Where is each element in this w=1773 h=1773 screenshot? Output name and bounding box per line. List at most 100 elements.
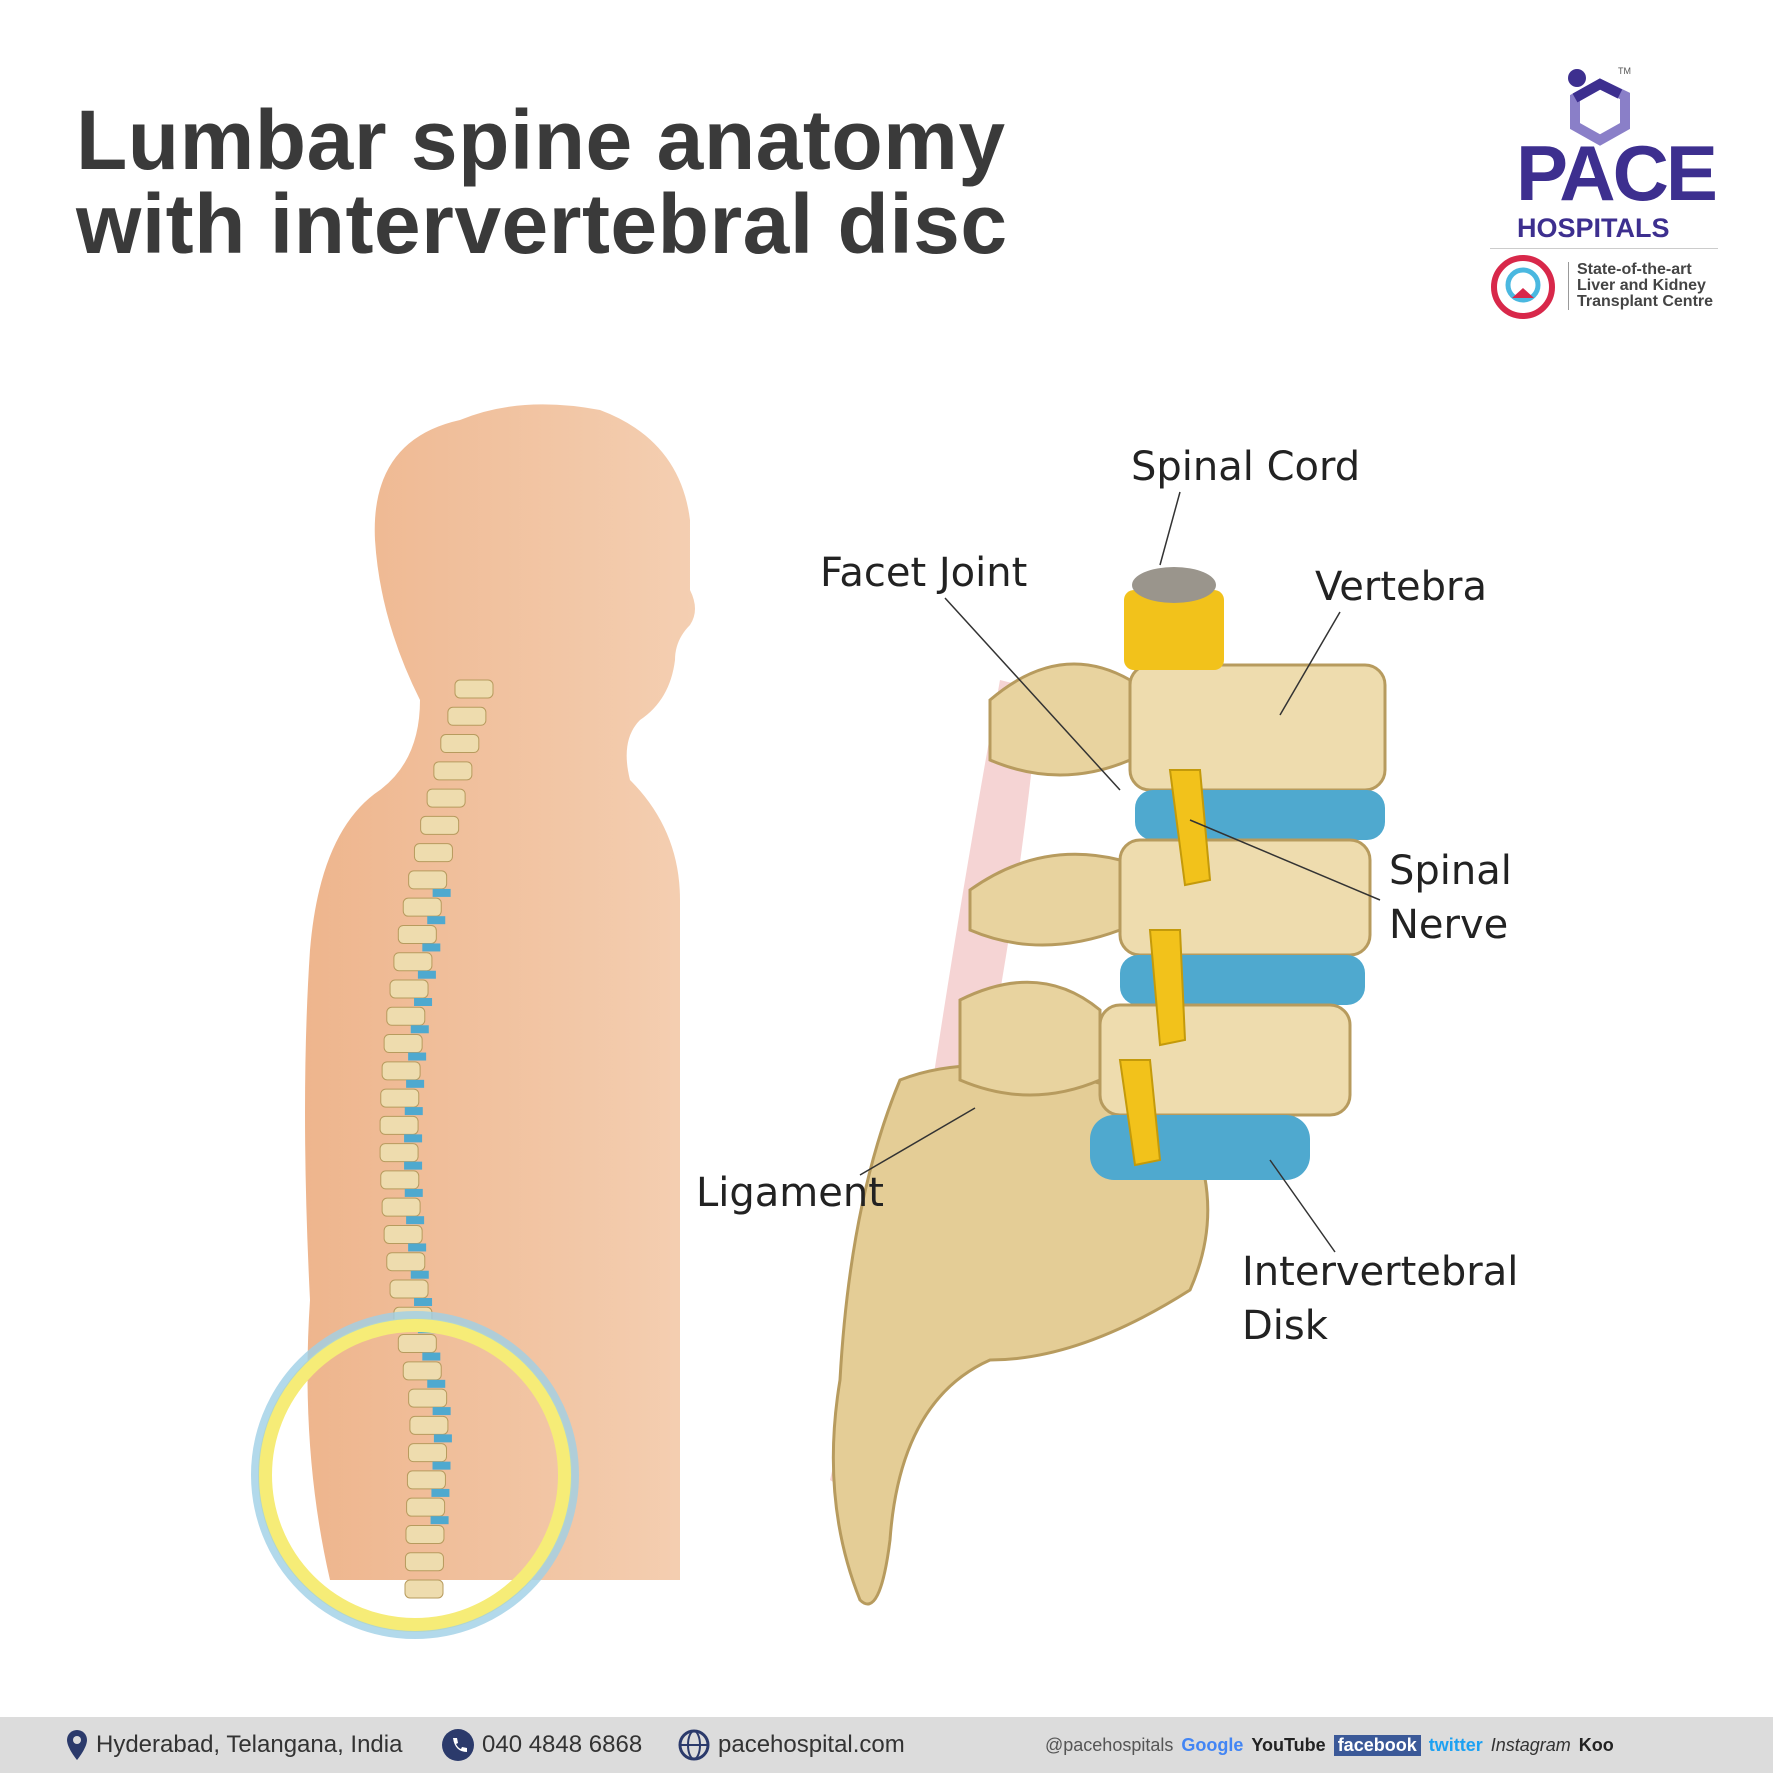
social-links: @pacehospitals Google YouTube facebook t… xyxy=(1045,1734,1614,1756)
logo-mark-icon xyxy=(1568,69,1630,146)
small-vertebra xyxy=(420,815,460,835)
small-vertebra xyxy=(426,788,466,808)
small-disc xyxy=(410,1270,429,1279)
small-disc xyxy=(417,970,436,979)
label-intervertebral-disk: Intervertebral Disk xyxy=(1242,1245,1518,1353)
logo-divider xyxy=(1490,248,1718,249)
small-vertebra xyxy=(389,1279,429,1299)
small-disc xyxy=(430,1516,449,1525)
small-disc xyxy=(432,1407,451,1416)
location-text: Hyderabad, Telangana, India xyxy=(96,1731,403,1758)
label-vertebra: Vertebra xyxy=(1315,564,1487,610)
footer-location: Hyderabad, Telangana, India xyxy=(66,1729,402,1761)
small-vertebra xyxy=(406,1470,446,1490)
phone-text: 040 4848 6868 xyxy=(482,1731,643,1758)
label-disk-2: Disk xyxy=(1242,1303,1328,1349)
small-vertebra xyxy=(389,979,429,999)
label-disk-1: Intervertebral xyxy=(1242,1249,1519,1295)
small-disc xyxy=(432,888,451,897)
body-silhouette xyxy=(305,404,695,1580)
small-disc xyxy=(410,1025,429,1034)
facebook-link[interactable]: facebook xyxy=(1333,1734,1421,1756)
youtube-link[interactable]: YouTube xyxy=(1251,1734,1326,1755)
small-vertebra xyxy=(409,1415,449,1435)
small-vertebra xyxy=(383,1034,423,1054)
small-vertebra xyxy=(380,1170,420,1190)
logo-tagline: State-of-the-art Liver and Kidney Transp… xyxy=(1568,262,1713,310)
disc-1 xyxy=(1135,790,1385,840)
location-pin-icon xyxy=(67,1730,87,1760)
small-vertebra xyxy=(433,761,473,781)
tagline-2: Liver and Kidney xyxy=(1577,277,1706,294)
spinal-nerves xyxy=(1118,769,1212,1167)
small-vertebra xyxy=(380,1088,420,1108)
small-vertebra xyxy=(379,1115,419,1135)
globe-icon xyxy=(678,1729,710,1761)
small-vertebra xyxy=(397,924,437,944)
website-text: pacehospital.com xyxy=(718,1731,905,1758)
footer-bar: Hyderabad, Telangana, India 040 4848 686… xyxy=(0,1717,1773,1773)
logo-brand: PACE xyxy=(1516,129,1718,217)
twitter-link[interactable]: twitter xyxy=(1428,1734,1483,1755)
small-vertebra xyxy=(386,1252,426,1272)
anatomy-illustration xyxy=(251,404,1387,1639)
small-vertebra xyxy=(393,952,433,972)
small-disc xyxy=(406,1216,425,1225)
small-vertebra xyxy=(404,1579,444,1599)
small-disc xyxy=(433,1434,452,1443)
small-vertebra xyxy=(379,1143,419,1163)
small-vertebra xyxy=(406,1497,446,1517)
small-vertebra xyxy=(405,1524,445,1544)
small-disc xyxy=(406,1079,425,1088)
small-disc xyxy=(414,1298,433,1306)
small-disc xyxy=(431,1488,450,1497)
small-disc xyxy=(427,1379,446,1388)
tagline-1: State-of-the-art xyxy=(1577,261,1692,278)
small-disc xyxy=(422,1352,441,1361)
small-vertebra xyxy=(413,843,453,863)
label-spinal-nerve: Spinal Nerve xyxy=(1389,844,1512,952)
title-line-1: Lumbar spine anatomy xyxy=(76,93,1006,187)
social-handle: @pacehospitals xyxy=(1045,1734,1174,1755)
small-vertebra xyxy=(386,1006,426,1026)
small-vertebra xyxy=(404,1552,444,1572)
highlight-ring xyxy=(258,1318,572,1632)
label-spinal-nerve-2: Nerve xyxy=(1389,902,1509,948)
small-disc xyxy=(427,916,446,925)
label-spinal-cord: Spinal Cord xyxy=(1131,444,1361,490)
logo-sub: HOSPITALS xyxy=(1517,213,1670,243)
small-vertebra xyxy=(402,1361,442,1381)
trademark: TM xyxy=(1618,66,1631,76)
small-vertebra xyxy=(381,1197,421,1217)
small-vertebra xyxy=(408,870,448,890)
small-vertebra xyxy=(381,1061,421,1081)
small-vertebra xyxy=(454,679,494,699)
small-disc xyxy=(414,998,433,1006)
small-vertebra xyxy=(447,706,487,726)
small-disc xyxy=(408,1052,427,1061)
vertebra-1 xyxy=(1128,663,1387,792)
label-ligament: Ligament xyxy=(696,1170,884,1216)
footer-website[interactable]: pacehospital.com xyxy=(678,1729,905,1761)
small-vertebra xyxy=(383,1224,423,1244)
label-facet-joint: Facet Joint xyxy=(820,550,1028,596)
small-disc xyxy=(404,1161,423,1170)
small-disc xyxy=(404,1188,423,1197)
pace-hospitals-logo: TM PACE HOSPITALS State-of-the-art Liver… xyxy=(1490,62,1730,332)
footer-phone[interactable]: 040 4848 6868 xyxy=(442,1729,642,1761)
phone-icon xyxy=(442,1729,474,1761)
label-spinal-nerve-1: Spinal xyxy=(1389,848,1512,894)
instagram-link[interactable]: Instagram xyxy=(1490,1734,1571,1755)
small-vertebra xyxy=(402,897,442,917)
spinal-cord xyxy=(1124,590,1224,670)
koo-link[interactable]: Koo xyxy=(1578,1734,1614,1755)
title-line-2: with intervertebral disc xyxy=(76,177,1008,271)
small-vertebra xyxy=(408,1388,448,1408)
google-link[interactable]: Google xyxy=(1181,1734,1244,1755)
nabh-badge-icon xyxy=(1491,255,1555,319)
small-vertebra xyxy=(408,1443,448,1463)
small-disc xyxy=(432,1461,451,1470)
small-disc xyxy=(408,1243,427,1252)
small-vertebra xyxy=(397,1334,437,1354)
tagline-3: Transplant Centre xyxy=(1577,293,1714,310)
